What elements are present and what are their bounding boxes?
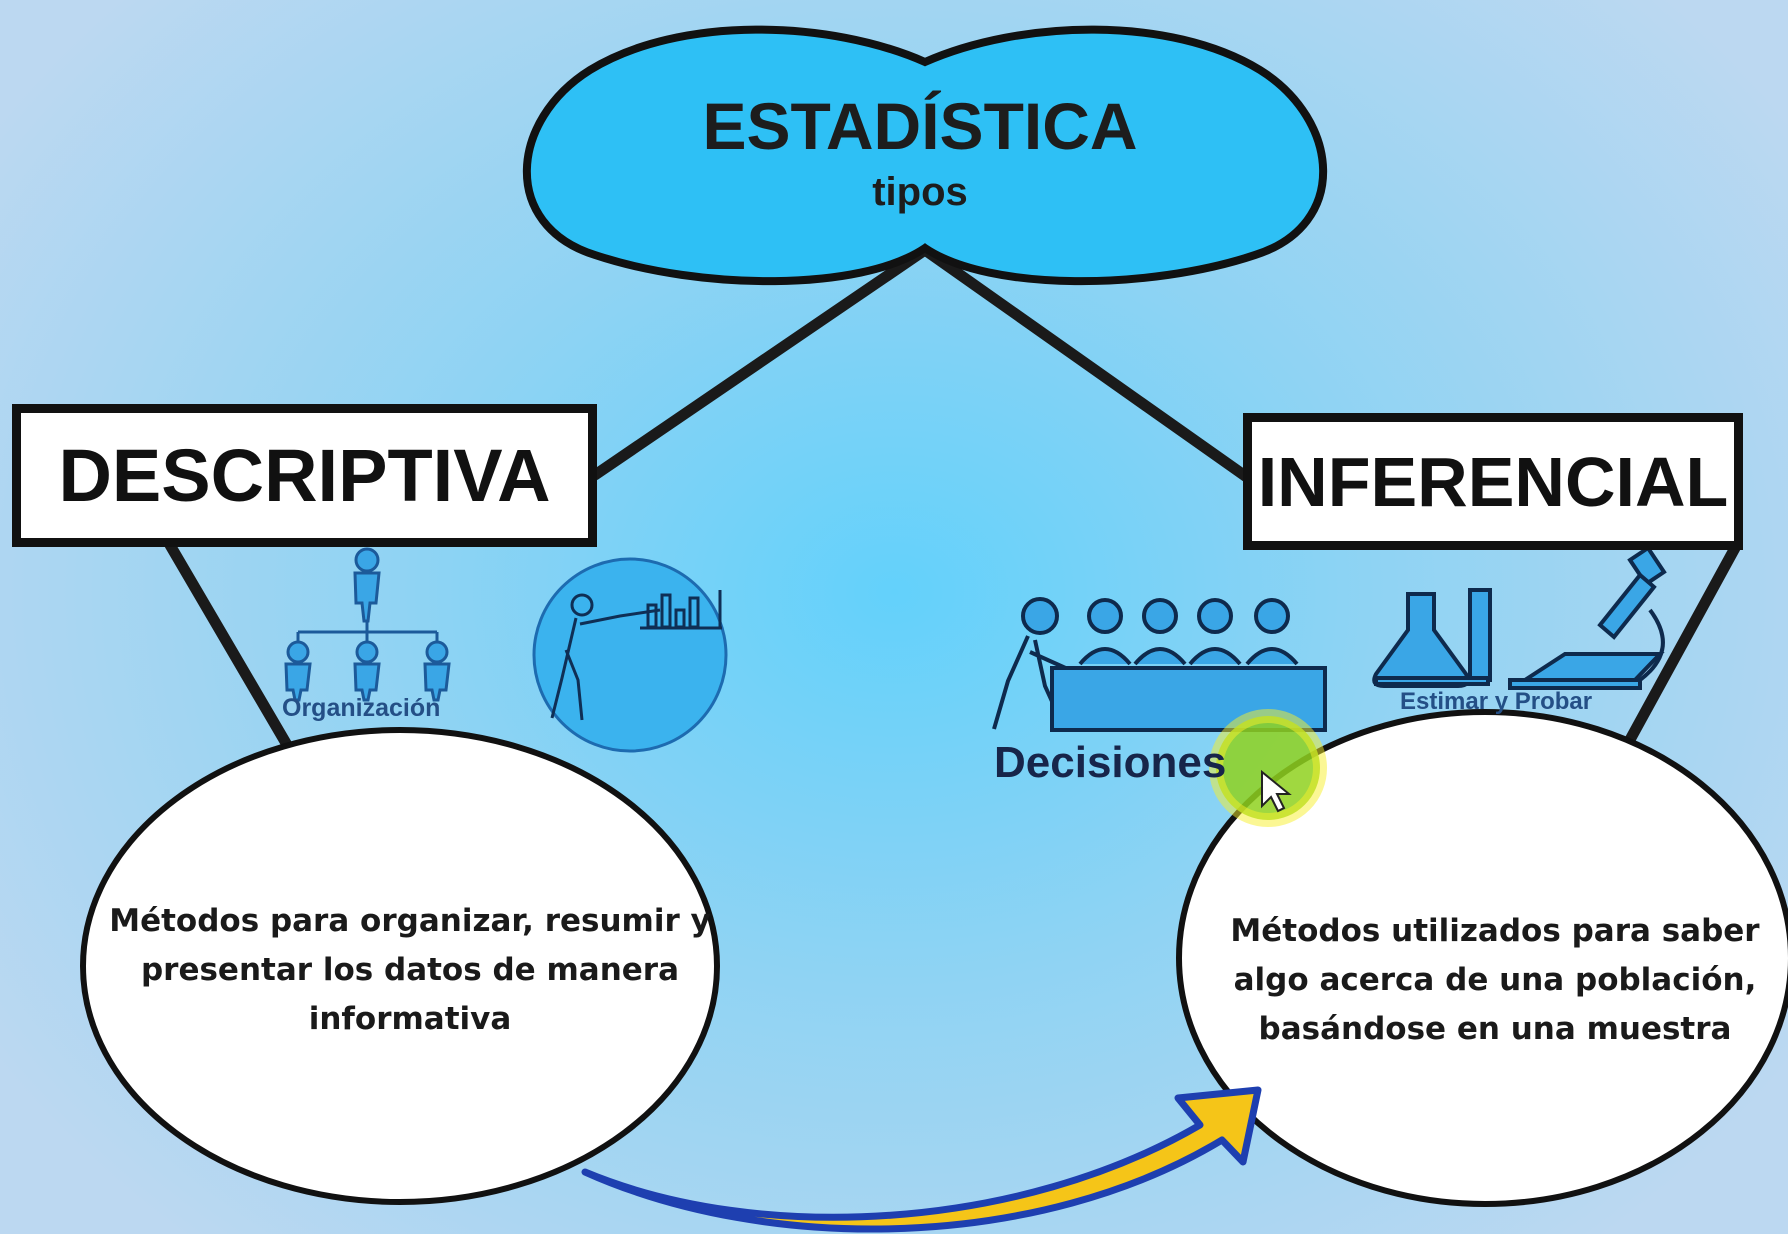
presenter-chart-icon — [532, 557, 728, 753]
descriptiva-definition-text: Métodos para organizar, resumir y presen… — [109, 902, 711, 1037]
cursor-highlight-glow — [1209, 709, 1327, 827]
estimar-label: Estimar y Probar — [1400, 688, 1593, 715]
lab-flask-icon — [1372, 588, 1492, 688]
inferencial-title-box: INFERENCIAL — [1243, 413, 1743, 550]
connector-lines — [164, 244, 1741, 764]
curved-arrow-icon — [581, 1086, 1262, 1233]
inferencial-title: INFERENCIAL — [1257, 442, 1729, 521]
cloud-title: ESTADÍSTICA — [702, 89, 1138, 163]
descriptiva-title: DESCRIPTIVA — [58, 434, 551, 517]
microscope-icon — [1508, 545, 1667, 690]
cursor-highlight — [1216, 716, 1320, 820]
descriptiva-circle — [80, 727, 720, 1205]
cloud-shape — [522, 25, 1328, 286]
org-chart-icon — [284, 547, 451, 702]
decisiones-label: Decisiones — [994, 738, 1227, 787]
inferencial-definition-text: Métodos utilizados para saber algo acerc… — [1230, 912, 1760, 1047]
descriptiva-title-box: DESCRIPTIVA — [12, 404, 597, 547]
inferencial-circle — [1176, 709, 1788, 1207]
cursor-icon — [1261, 769, 1292, 813]
organizacion-label: Organización — [282, 694, 441, 722]
descriptiva-definition: Métodos para organizar, resumir y presen… — [90, 890, 730, 1050]
inferencial-definition: Métodos utilizados para saber algo acerc… — [1205, 870, 1785, 1090]
cloud-subtitle: tipos — [872, 170, 968, 214]
